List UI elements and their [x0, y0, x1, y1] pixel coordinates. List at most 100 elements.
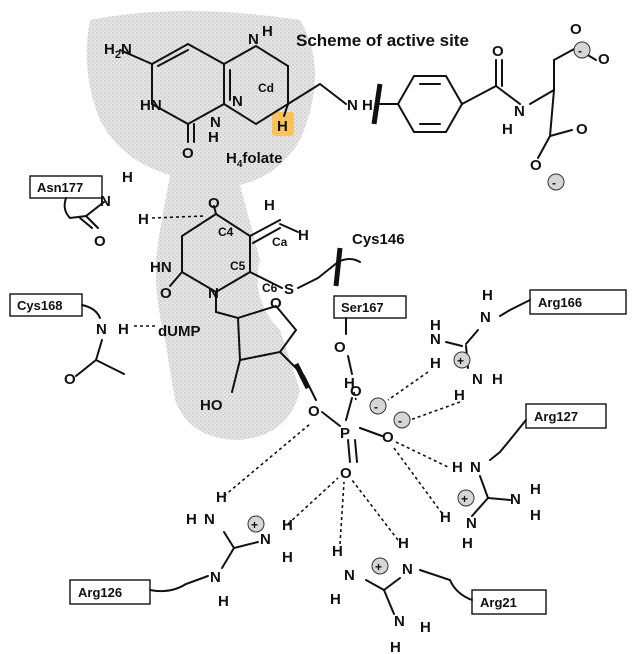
svg-text:O: O — [350, 383, 362, 400]
svg-text:HN: HN — [140, 97, 162, 114]
svg-text:O: O — [598, 51, 610, 68]
svg-text:N: N — [430, 331, 441, 348]
residue-arg127: Arg127 H N N H H N H H + — [393, 403, 607, 552]
svg-text:H: H — [218, 593, 229, 610]
svg-text:H: H — [277, 118, 288, 135]
svg-text:+: + — [461, 492, 468, 506]
svg-text:Cd: Cd — [258, 81, 274, 95]
svg-text:H: H — [530, 507, 541, 524]
benzoyl-glutamate: O N H O O O O - - — [379, 21, 610, 191]
svg-text:H: H — [216, 489, 227, 506]
svg-text:Cys168: Cys168 — [17, 298, 63, 313]
residue-ser167: Ser167 O H — [333, 295, 407, 401]
svg-text:H: H — [186, 511, 197, 528]
substrate-shading — [86, 11, 316, 440]
svg-text:Arg126: Arg126 — [78, 585, 122, 600]
svg-text:H: H — [282, 517, 293, 534]
svg-text:O: O — [334, 339, 346, 356]
svg-text:-: - — [578, 44, 582, 58]
svg-text:O: O — [208, 195, 220, 212]
svg-text:H: H — [262, 23, 273, 40]
svg-text:H: H — [362, 97, 373, 114]
svg-text:H: H — [530, 481, 541, 498]
svg-text:H: H — [454, 387, 465, 404]
svg-text:N: N — [344, 567, 355, 584]
phosphate: O P O O O - - — [308, 383, 411, 482]
svg-text:+: + — [375, 560, 382, 574]
svg-text:N: N — [470, 459, 481, 476]
svg-text:O: O — [64, 371, 76, 388]
svg-text:H: H — [282, 549, 293, 566]
svg-text:O: O — [340, 465, 352, 482]
h4folate-label: H4folate — [226, 150, 282, 170]
svg-text:C6: C6 — [262, 281, 278, 295]
svg-text:H: H — [344, 375, 355, 392]
svg-text:N: N — [402, 561, 413, 578]
hydride-highlight — [272, 112, 294, 136]
svg-text:P: P — [340, 425, 350, 442]
h4folate: H2N HN O N H N H N Cd H N H H4folate — [104, 23, 383, 170]
svg-text:H: H — [330, 591, 341, 608]
svg-text:N: N — [472, 371, 483, 388]
svg-text:Arg166: Arg166 — [538, 295, 582, 310]
svg-text:N: N — [260, 531, 271, 548]
svg-text:-: - — [552, 176, 556, 190]
svg-text:+: + — [251, 518, 258, 532]
residue-asn177: Asn177 N H H O — [29, 169, 205, 250]
svg-text:N: N — [210, 114, 221, 131]
svg-text:N: N — [100, 193, 111, 210]
svg-text:O: O — [308, 403, 320, 420]
svg-text:H: H — [430, 355, 441, 372]
residue-cys168: Cys168 N H O — [9, 293, 158, 388]
dump-label: dUMP — [158, 323, 201, 340]
svg-text:N: N — [394, 613, 405, 630]
svg-text:Arg127: Arg127 — [534, 409, 578, 424]
residue-arg166: Arg166 N H N H H N H H + — [387, 287, 627, 421]
svg-text:Cys146: Cys146 — [352, 231, 405, 248]
svg-text:Arg21: Arg21 — [480, 595, 517, 610]
svg-text:N: N — [510, 491, 521, 508]
svg-text:H: H — [332, 543, 343, 560]
svg-text:O: O — [570, 21, 582, 38]
svg-text:C5: C5 — [230, 259, 246, 273]
svg-text:H: H — [398, 535, 409, 552]
residue-arg21: Arg21 N H N H H N H H + — [330, 479, 547, 654]
svg-text:O: O — [270, 295, 282, 312]
svg-text:C4: C4 — [218, 225, 234, 239]
svg-text:O: O — [382, 429, 394, 446]
svg-text:H: H — [430, 317, 441, 334]
diagram-title: Scheme of active site — [296, 31, 469, 50]
svg-text:H: H — [298, 227, 309, 244]
svg-text:Asn177: Asn177 — [37, 180, 83, 195]
svg-text:O: O — [576, 121, 588, 138]
svg-text:N: N — [210, 569, 221, 586]
svg-text:H: H — [138, 211, 149, 228]
svg-text:H: H — [118, 321, 129, 338]
svg-text:O: O — [94, 233, 106, 250]
svg-text:H: H — [440, 509, 451, 526]
svg-text:H: H — [390, 639, 401, 654]
svg-text:O: O — [530, 157, 542, 174]
svg-text:O: O — [492, 43, 504, 60]
svg-text:N: N — [347, 97, 358, 114]
dump: O C4 C5 C6 Ca H H HN O N S O HO dUMP — [150, 195, 343, 414]
svg-text:Ser167: Ser167 — [341, 300, 384, 315]
svg-text:H: H — [462, 535, 473, 552]
svg-text:N: N — [232, 93, 243, 110]
svg-text:H: H — [482, 287, 493, 304]
svg-text:H: H — [502, 121, 513, 138]
svg-text:H: H — [208, 129, 219, 146]
svg-text:HN: HN — [150, 259, 172, 276]
svg-text:O: O — [160, 285, 172, 302]
svg-text:HO: HO — [200, 397, 223, 414]
svg-text:N: N — [514, 103, 525, 120]
residue-arg126: Arg126 N H H N H N H H + — [69, 423, 339, 610]
svg-text:N: N — [480, 309, 491, 326]
svg-text:H: H — [264, 197, 275, 214]
svg-text:N: N — [248, 31, 259, 48]
svg-text:N: N — [96, 321, 107, 338]
svg-text:Ca: Ca — [272, 235, 288, 249]
svg-text:N: N — [208, 285, 219, 302]
svg-text:O: O — [182, 145, 194, 162]
